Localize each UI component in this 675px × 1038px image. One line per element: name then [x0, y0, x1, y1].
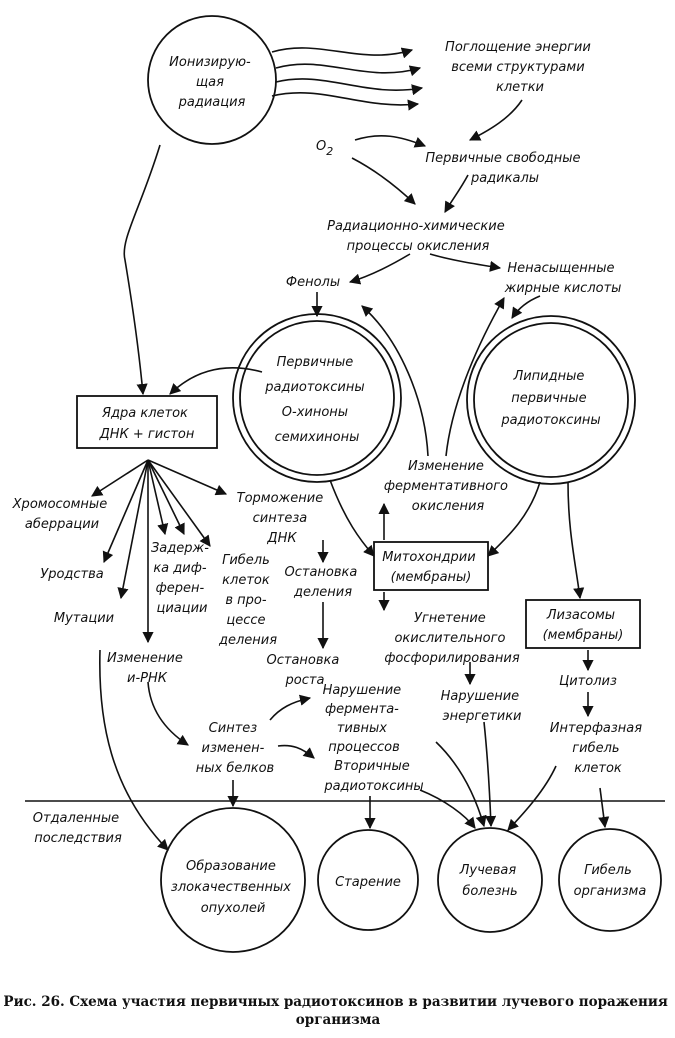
free-radicals-label: Первичные свободные радикалы: [425, 151, 584, 186]
oxidation-label: Радиационно-химические процессы окислени…: [327, 219, 509, 254]
organism-death-circle: [558, 828, 662, 932]
figure-caption: Рис. 26. Схема участия первичных радиото…: [3, 994, 672, 1028]
energy-absorption-label: Поглощение энергии всеми структурами кле…: [445, 40, 595, 95]
radiation-sickness-circle: [437, 827, 543, 933]
radiation-label: Ионизирую- щая радиация: [169, 55, 255, 110]
aging-label: Старение: [335, 875, 401, 890]
enzymatic-change-label: Изменение ферментативного окисления: [384, 459, 512, 514]
malignant-tumor-circle: [160, 807, 306, 953]
organism-death-label: Гибель организма: [574, 863, 647, 899]
mutations-label: Мутации: [54, 611, 114, 626]
mitochondria-label: Митохондрии (мембраны): [382, 550, 480, 585]
o2-label: O2: [316, 139, 333, 158]
phosphorylation-label: Угнетение окислительного фосфорилировани…: [384, 611, 520, 666]
secondary-radiotoxins-label: Вторичные радиотоксины: [323, 759, 423, 794]
lysosomes-label: Лизасомы (мембраны): [543, 608, 624, 643]
mitochondria-box: [373, 541, 489, 591]
fatty-acids-label: Ненасыщенные жирные кислоты: [504, 261, 622, 296]
cell-death-division-label: Гибель клеток в про- цессе деления: [218, 553, 277, 648]
rna-change-label: Изменение и-РНК: [107, 651, 187, 686]
lipid-radiotoxins-circle: [473, 322, 629, 478]
primary-radiotoxins-circle: [239, 320, 395, 476]
cytolysis-label: Цитолиз: [559, 674, 617, 689]
energetics-label: Нарушение энергетики: [441, 689, 524, 724]
arrows: [91, 47, 610, 851]
radiation-circle: [147, 15, 277, 145]
malignant-tumor-label: Образование злокачественных опухолей: [171, 859, 295, 916]
deformities-label: Уродства: [40, 567, 103, 582]
nuclei-box: [76, 395, 218, 449]
chromosome-label: Хромосомные аберрации: [12, 497, 112, 532]
interphase-death-label: Интерфазная гибель клеток: [550, 721, 646, 776]
radiation-sickness-label: Лучевая болезнь: [459, 863, 521, 899]
protein-synthesis-label: Синтез изменен- ных белков: [196, 721, 274, 776]
primary-radiotoxins-label: Первичные радиотоксины О-хиноны семихино…: [264, 355, 369, 445]
aging-circle: [317, 829, 419, 931]
nuclei-label: Ядра клеток ДНК + гистон: [99, 406, 195, 442]
lysosomes-box: [525, 599, 641, 649]
dna-inhibition-label: Торможение синтеза ДНК: [237, 491, 328, 546]
division-stop-label: Остановка деления: [285, 565, 362, 600]
lipid-radiotoxins-label: Липидные первичные радиотоксины: [500, 369, 600, 428]
differentiation-delay-label: Задерж- ка диф- ферен- циации: [151, 541, 213, 616]
enzymatic-disruption-label: Нарушение фермента- тивных процессов: [323, 683, 406, 755]
phenols-label: Фенолы: [286, 275, 340, 290]
remote-effects-label: Отдаленные последствия: [33, 811, 123, 846]
growth-stop-label: Остановка роста: [267, 653, 344, 688]
